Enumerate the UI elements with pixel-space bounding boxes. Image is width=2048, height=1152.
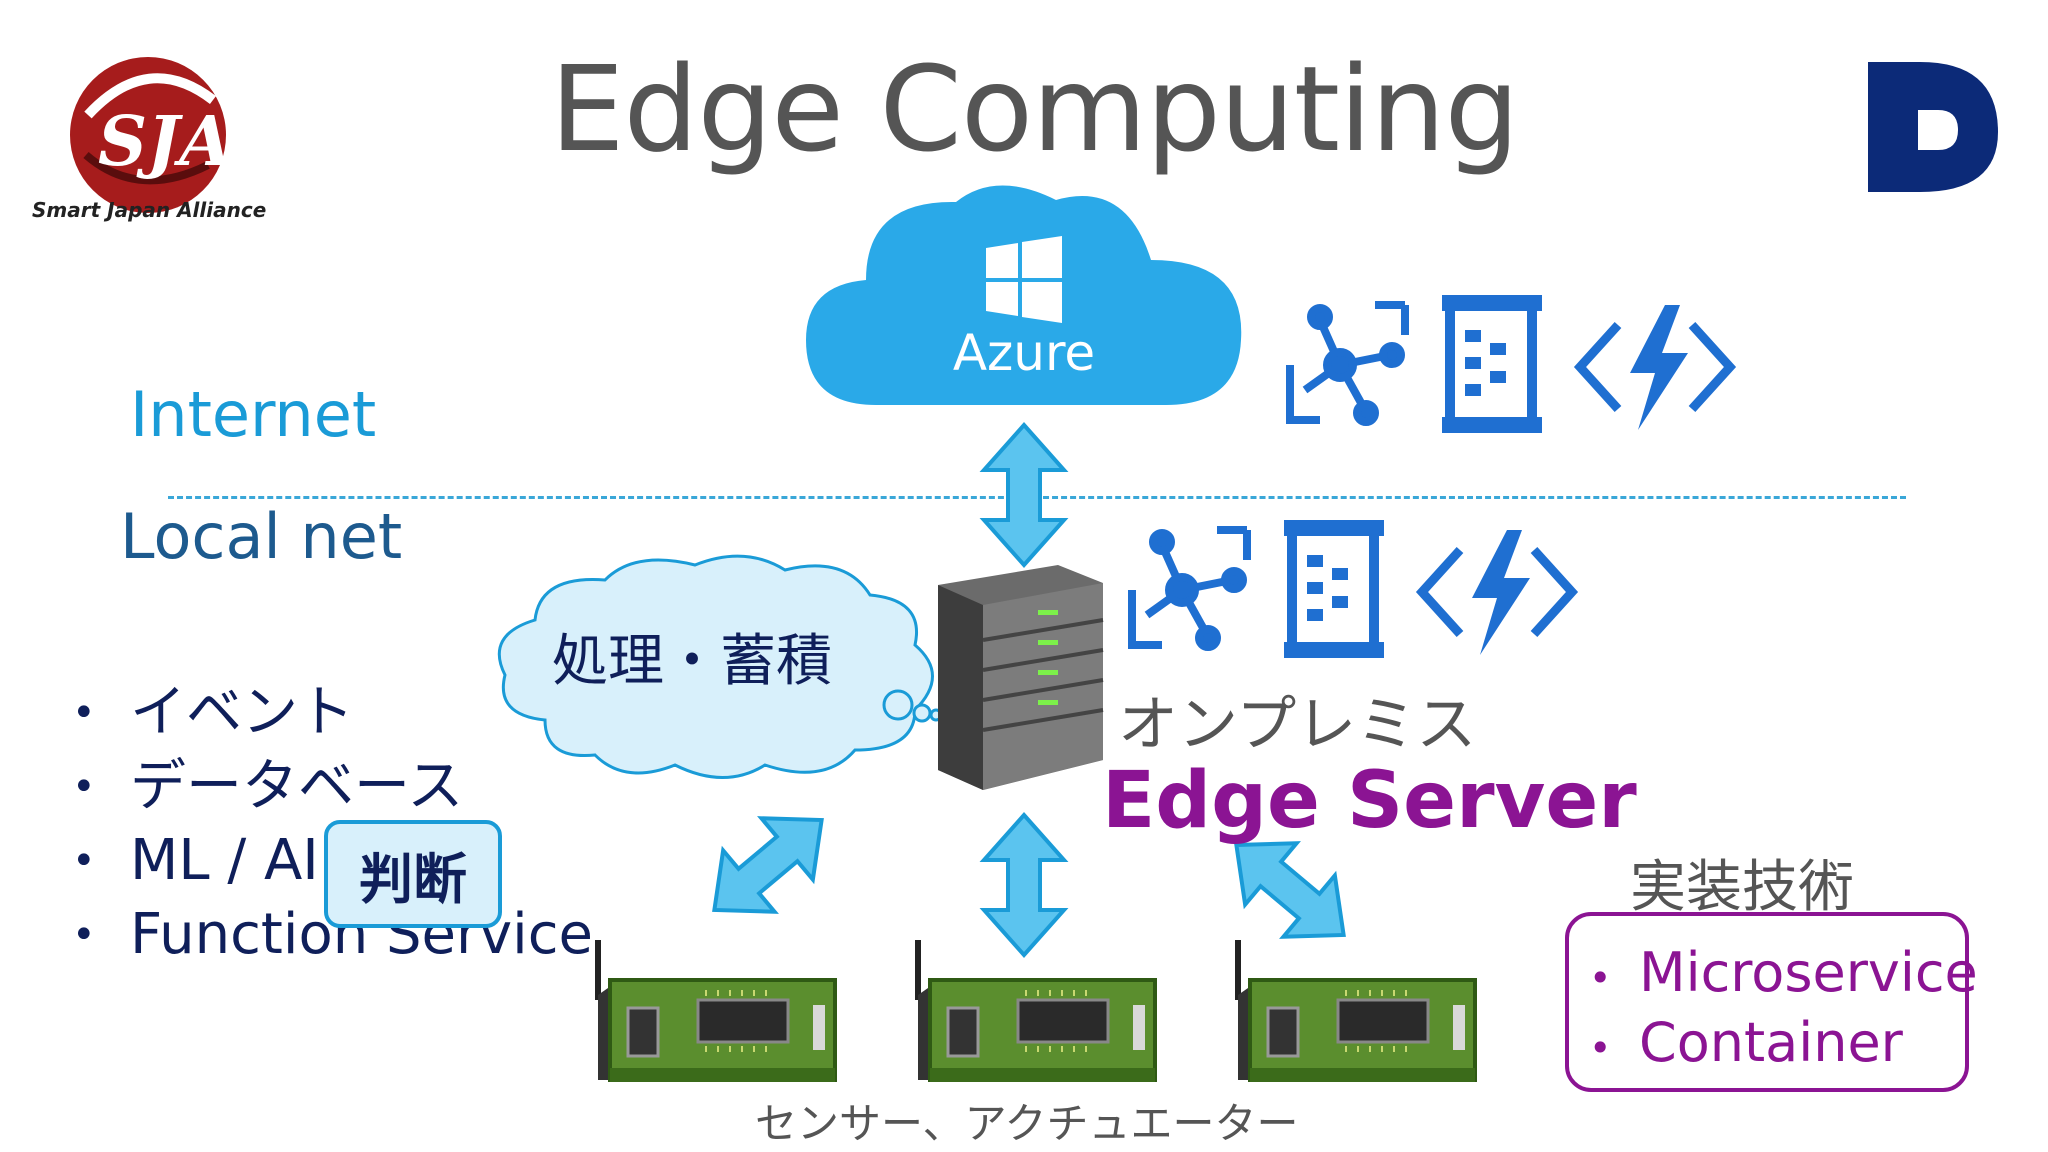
thought-bubble-dots xyxy=(882,689,943,723)
windows-logo-icon xyxy=(986,236,1062,323)
thought-bubble-text: 処理・蓄積 xyxy=(552,629,832,694)
stream-analytics-icon xyxy=(1284,520,1384,658)
list-item: •ML / AI xyxy=(72,824,593,898)
azure-functions-icon xyxy=(1573,305,1737,430)
list-item-text: データベース xyxy=(130,754,464,819)
thought-bubble xyxy=(497,554,934,779)
tech-box: •Microservice •Container xyxy=(1565,912,1978,1092)
sensor-board-2 xyxy=(918,940,1155,1082)
iot-hub-icon xyxy=(1128,526,1251,651)
sensor-caption: センサー、アクチュエーター xyxy=(755,1099,1299,1148)
internet-label: Internet xyxy=(130,378,377,451)
cloud-server-arrow xyxy=(982,423,1066,567)
sja-logo: SJA Smart Japan Alliance xyxy=(28,30,266,230)
list-item-text: イベント xyxy=(130,680,354,745)
onpremise-label: オンプレミス xyxy=(1118,690,1477,760)
sja-logo-letters: SJA xyxy=(98,102,232,182)
tech-item-text: Container xyxy=(1639,1011,1903,1074)
network-divider xyxy=(168,496,1906,499)
tech-title: 実装技術 xyxy=(1630,855,1854,920)
azure-functions-icon xyxy=(1415,530,1579,655)
tech-item: •Container xyxy=(1589,1011,1903,1074)
iot-hub-icon xyxy=(1286,301,1409,426)
local-net-label: Local net xyxy=(120,500,403,573)
sja-logo-text: Smart Japan Alliance xyxy=(32,198,267,222)
list-item: •データベース xyxy=(72,750,593,824)
feature-list: •イベント •データベース •ML / AI •Function Service xyxy=(72,676,593,972)
list-item: •イベント xyxy=(72,676,593,750)
sensor-boards xyxy=(588,940,1548,1090)
server-sensor-left-arrow xyxy=(686,787,850,943)
d-logo-icon xyxy=(1860,50,2010,200)
azure-label: Azure xyxy=(953,324,1095,382)
sja-logo-mark: SJA xyxy=(70,57,232,213)
stream-analytics-icon xyxy=(1442,295,1542,433)
edge-server-label: Edge Server xyxy=(1102,756,1637,846)
azure-cloud: Azure xyxy=(806,180,1246,410)
server-sensor-center-arrow xyxy=(982,813,1066,957)
sensor-board-3 xyxy=(1238,940,1475,1082)
list-item-text: ML / AI xyxy=(130,828,319,893)
local-service-icons xyxy=(1128,520,1579,658)
judgement-badge: 判断 xyxy=(324,820,502,928)
server-icon xyxy=(938,565,1104,790)
page-title: Edge Computing xyxy=(550,40,1519,178)
cloud-service-icons xyxy=(1286,295,1737,433)
tech-item-text: Microservice xyxy=(1639,941,1978,1004)
tech-item: •Microservice xyxy=(1589,941,1978,1004)
sensor-board-1 xyxy=(598,940,835,1082)
